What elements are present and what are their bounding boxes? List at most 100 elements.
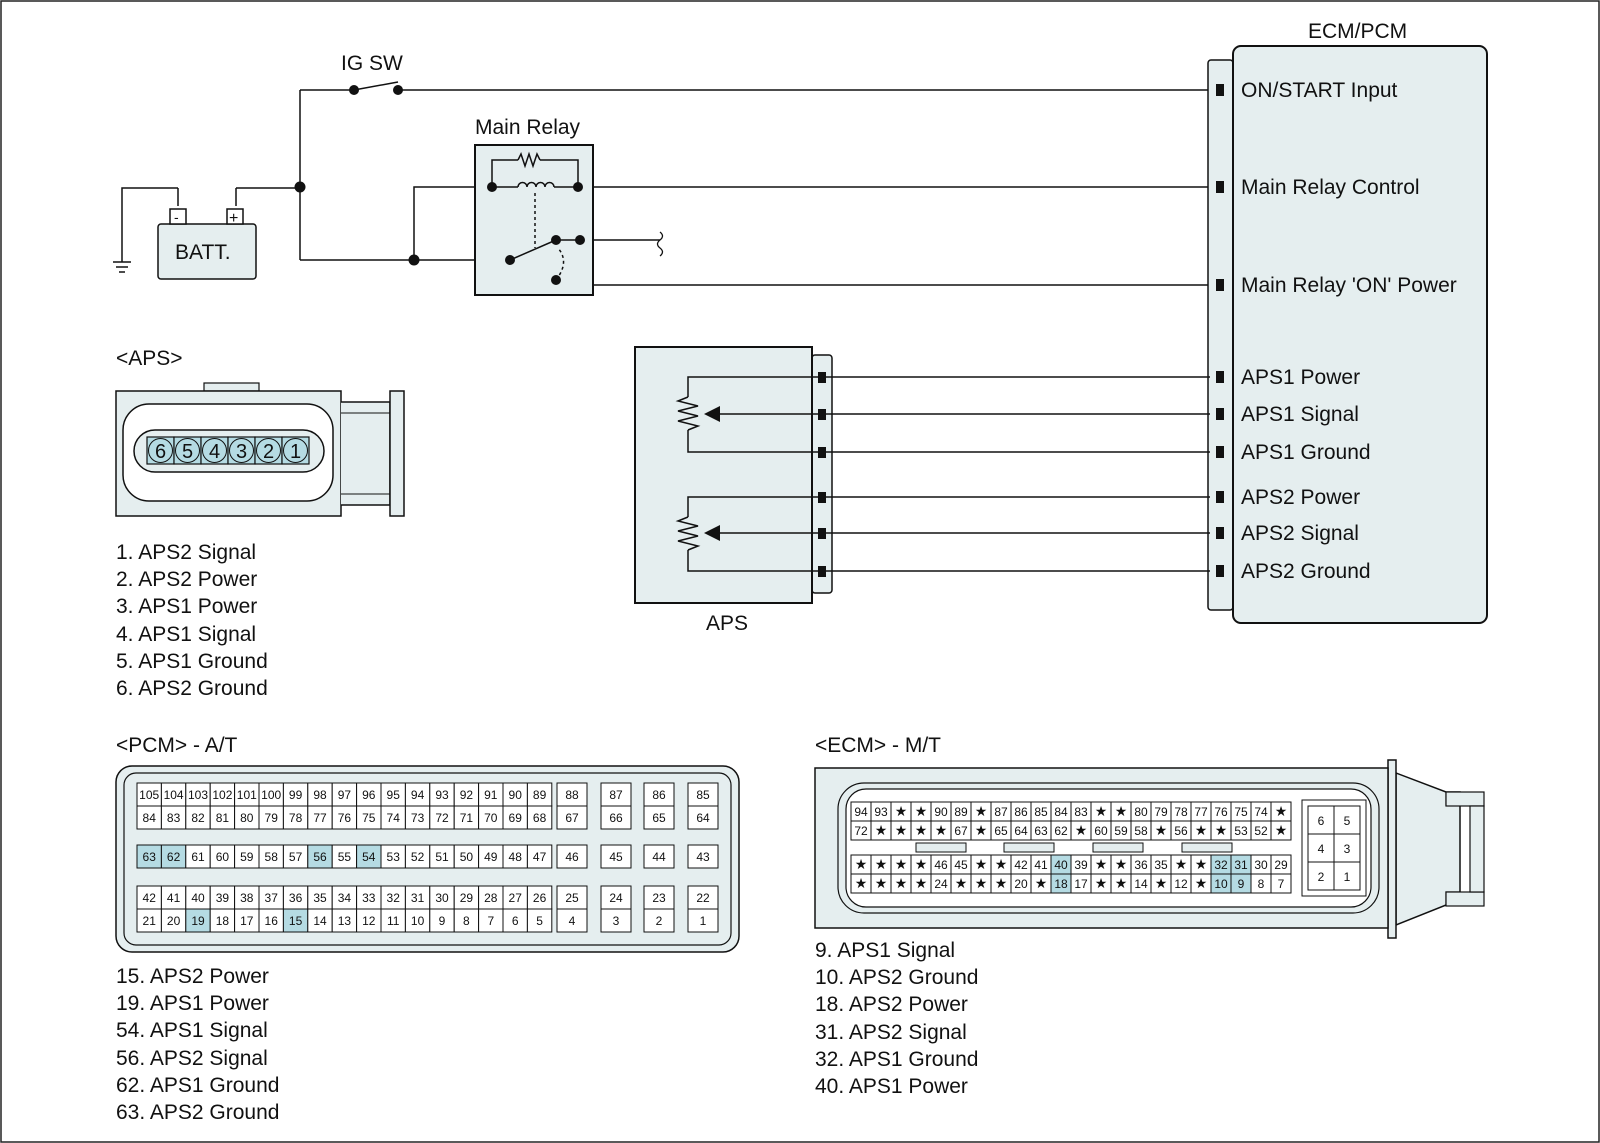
pcm-pin-number: 29 (460, 891, 474, 905)
pcm-pin-number: 67 (565, 811, 579, 825)
ig-switch (349, 81, 403, 95)
ecm-pin-number: 58 (1134, 824, 1148, 838)
pcm-pin-number: 51 (435, 850, 449, 864)
ecm-pin-cell (1307, 861, 1335, 891)
ecm-terminal (1216, 279, 1224, 291)
pcm-pin-number: 73 (411, 811, 425, 825)
pcm-pin-number: 15 (289, 914, 303, 928)
ecm-pin-number: 63 (1034, 824, 1048, 838)
pcm-pin-number: 102 (212, 788, 232, 802)
pcm-pin-number: 105 (139, 788, 159, 802)
pcm-pin-cell (526, 805, 553, 830)
pcm-pin-number: 63 (143, 850, 157, 864)
ecm-pin-number: 85 (1034, 805, 1048, 819)
battery-label: BATT. (175, 241, 231, 264)
ecm-pin-number: 9 (1238, 877, 1245, 891)
pcm-pin-number: 69 (509, 811, 523, 825)
aps-pin-socket (283, 438, 308, 463)
ecm-unused-pin-mark: ★ (895, 822, 908, 838)
ecm-unused-pin-mark: ★ (915, 822, 928, 838)
ecm-pin-cell (1333, 805, 1361, 835)
pcm-pin-number: 81 (216, 811, 230, 825)
pcm-pin-number: 34 (338, 891, 352, 905)
ecm-pin-number: 53 (1234, 824, 1248, 838)
ecm-pcm-module (1207, 45, 1488, 624)
ecm-pin-number: 72 (854, 824, 868, 838)
pcm-pin-number: 94 (411, 788, 425, 802)
aps-sensor (634, 346, 1210, 604)
ecm-pin-number: 14 (1134, 877, 1148, 891)
ecm-pin-cell (1333, 861, 1361, 891)
ecm-pin-number: 67 (954, 824, 968, 838)
pcm-pin-number: 24 (609, 891, 623, 905)
ecm-pin-number: 80 (1134, 805, 1148, 819)
ecm-pin-number: 31 (1234, 858, 1248, 872)
pcm-pin-cell (600, 844, 632, 869)
pcm-pin-number: 39 (216, 891, 230, 905)
pcm-pin-number: 3 (613, 914, 620, 928)
ecm-input-label: APS1 Power (1241, 366, 1360, 389)
pcm-pin-number: 68 (533, 811, 547, 825)
aps-pin-number: 6 (155, 441, 166, 463)
pcm-pin-number: 88 (565, 788, 579, 802)
pcm-legend-item: 54. APS1 Signal (116, 1019, 268, 1043)
ecm-input-label: APS2 Signal (1241, 522, 1359, 545)
ecm-pin-number: 5 (1344, 814, 1351, 828)
pcm-pin-number: 20 (167, 914, 181, 928)
pcm-pin-number: 8 (463, 914, 470, 928)
pcm-pin-number: 7 (487, 914, 494, 928)
ecm-pin-number: 74 (1254, 805, 1268, 819)
pcm-pin-number: 44 (652, 850, 666, 864)
pcm-pin-number: 35 (313, 891, 327, 905)
aps-legend-item: 1. APS2 Signal (116, 541, 257, 564)
pcm-pin-cell (526, 844, 553, 869)
ecm-unused-pin-mark: ★ (1275, 803, 1288, 819)
ecm-pin-number: 4 (1318, 842, 1325, 856)
pcm-pin-number: 100 (261, 788, 281, 802)
ecm-unused-pin-mark: ★ (1215, 822, 1228, 838)
pcm-pin-number: 32 (387, 891, 401, 905)
ecm-pin-number: 36 (1134, 858, 1148, 872)
ecm-unused-pin-mark: ★ (1195, 856, 1208, 872)
ecm-pin-number: 6 (1318, 814, 1325, 828)
ecm-input-label: Main Relay Control (1241, 176, 1420, 199)
ecm-pin-number: 2 (1318, 870, 1325, 884)
ecm-unused-pin-mark: ★ (1195, 822, 1208, 838)
ecm-legend-item: 18. APS2 Power (815, 993, 968, 1017)
pcm-pin-number: 14 (313, 914, 327, 928)
ecm-unused-pin-mark: ★ (1115, 875, 1128, 891)
ecm-pin-number: 10 (1214, 877, 1228, 891)
pcm-pin-number: 31 (411, 891, 425, 905)
ecm-pin-number: 56 (1174, 824, 1188, 838)
ecm-pin-number: 87 (994, 805, 1008, 819)
ecm-unused-pin-mark: ★ (895, 803, 908, 819)
pcm-pin-cell (600, 908, 632, 933)
ecm-pin-number: 17 (1074, 877, 1088, 891)
pcm-pin-number: 47 (533, 850, 547, 864)
pcm-pin-number: 61 (191, 850, 205, 864)
aps-pin-socket (175, 438, 200, 463)
ecm-pin-number: 65 (994, 824, 1008, 838)
pcm-pin-number: 84 (143, 811, 157, 825)
aps-pin-number: 2 (263, 441, 274, 463)
ecm-unused-pin-mark: ★ (975, 856, 988, 872)
pcm-pin-number: 38 (240, 891, 254, 905)
ecm-pin-number: 40 (1054, 858, 1068, 872)
pcm-pin-cell (643, 805, 675, 830)
ecm-unused-pin-mark: ★ (1195, 875, 1208, 891)
ecm-unused-pin-mark: ★ (1155, 875, 1168, 891)
pcm-pin-number: 36 (289, 891, 303, 905)
pcm-pin-cell (687, 805, 719, 830)
pcm-pin-number: 89 (533, 788, 547, 802)
pcm-pin-cell (526, 908, 553, 933)
pcm-pin-number: 25 (565, 891, 579, 905)
pcm-pin-cell (687, 844, 719, 869)
pcm-pin-number: 9 (439, 914, 446, 928)
aps-pin-number: 1 (290, 441, 301, 463)
ecm-pin-number: 93 (874, 805, 888, 819)
